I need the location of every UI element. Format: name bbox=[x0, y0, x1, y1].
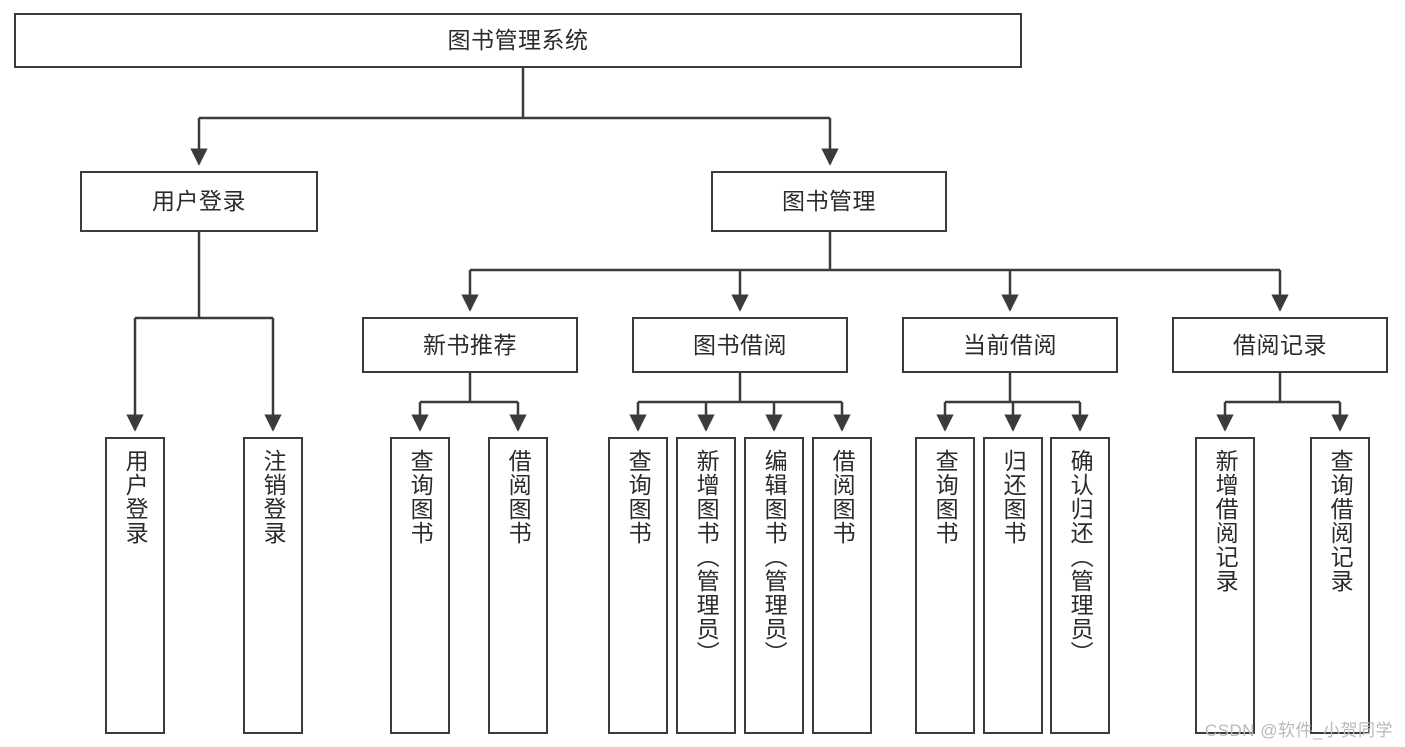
node-book-management[interactable]: 图书管理 bbox=[711, 171, 947, 232]
leaf-recommend-borrow-book[interactable]: 借阅图书 bbox=[488, 437, 548, 734]
node-user-login[interactable]: 用户登录 bbox=[80, 171, 318, 232]
leaf-user-login-logout[interactable]: 注销登录 bbox=[243, 437, 303, 734]
node-label: 新增借阅记录 bbox=[1212, 449, 1239, 593]
node-label: 查询图书 bbox=[625, 449, 652, 545]
leaf-borrow-query-book[interactable]: 查询图书 bbox=[608, 437, 668, 734]
node-label: 注销登录 bbox=[260, 449, 287, 545]
node-book-borrow[interactable]: 图书借阅 bbox=[632, 317, 848, 373]
node-root-system[interactable]: 图书管理系统 bbox=[14, 13, 1022, 68]
leaf-borrow-edit-book-admin[interactable]: 编辑图书（管理员） bbox=[744, 437, 804, 734]
leaf-borrow-borrow-book[interactable]: 借阅图书 bbox=[812, 437, 872, 734]
node-label: 借阅图书 bbox=[829, 449, 856, 545]
node-label: 用户登录 bbox=[152, 188, 246, 215]
node-label: 图书借阅 bbox=[693, 331, 787, 358]
node-label: 借阅图书 bbox=[505, 449, 532, 545]
node-label: 图书管理系统 bbox=[447, 27, 589, 54]
node-label: 图书管理 bbox=[782, 188, 876, 215]
leaf-record-add-record[interactable]: 新增借阅记录 bbox=[1195, 437, 1255, 734]
leaf-recommend-query-book[interactable]: 查询图书 bbox=[390, 437, 450, 734]
node-label: 新增图书（管理员） bbox=[693, 449, 720, 665]
node-label: 当前借阅 bbox=[963, 331, 1057, 358]
node-label: 用户登录 bbox=[122, 449, 149, 545]
node-label: 编辑图书（管理员） bbox=[761, 449, 788, 665]
leaf-current-return-book[interactable]: 归还图书 bbox=[983, 437, 1043, 734]
node-borrow-record[interactable]: 借阅记录 bbox=[1172, 317, 1388, 373]
leaf-borrow-add-book-admin[interactable]: 新增图书（管理员） bbox=[676, 437, 736, 734]
node-current-borrow[interactable]: 当前借阅 bbox=[902, 317, 1118, 373]
leaf-current-confirm-return-admin[interactable]: 确认归还（管理员） bbox=[1050, 437, 1110, 734]
node-new-book-recommend[interactable]: 新书推荐 bbox=[362, 317, 578, 373]
node-label: 确认归还（管理员） bbox=[1067, 449, 1094, 665]
node-label: 查询图书 bbox=[407, 449, 434, 545]
node-label: 新书推荐 bbox=[423, 331, 517, 358]
leaf-user-login-login[interactable]: 用户登录 bbox=[105, 437, 165, 734]
node-label: 查询借阅记录 bbox=[1327, 449, 1354, 593]
leaf-current-query-book[interactable]: 查询图书 bbox=[915, 437, 975, 734]
node-label: 查询图书 bbox=[932, 449, 959, 545]
node-label: 借阅记录 bbox=[1233, 331, 1327, 358]
leaf-record-query-record[interactable]: 查询借阅记录 bbox=[1310, 437, 1370, 734]
node-label: 归还图书 bbox=[1000, 449, 1027, 545]
